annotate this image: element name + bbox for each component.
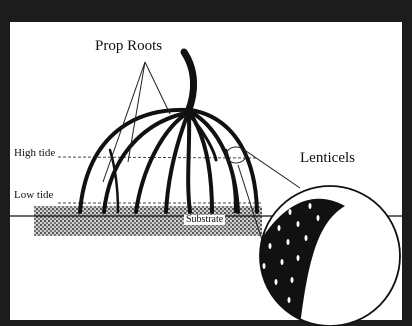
substrate-hatch: [34, 206, 262, 236]
prop-roots: [80, 52, 257, 212]
high-tide-label: High tide: [14, 148, 55, 159]
lenticels-label: Lenticels: [300, 151, 355, 166]
lenticel-focus-ring: [226, 147, 246, 163]
prop-roots-label: Prop Roots: [95, 39, 162, 54]
low-tide-label: Low tide: [14, 190, 53, 201]
substrate-label: Substrate: [184, 215, 225, 225]
